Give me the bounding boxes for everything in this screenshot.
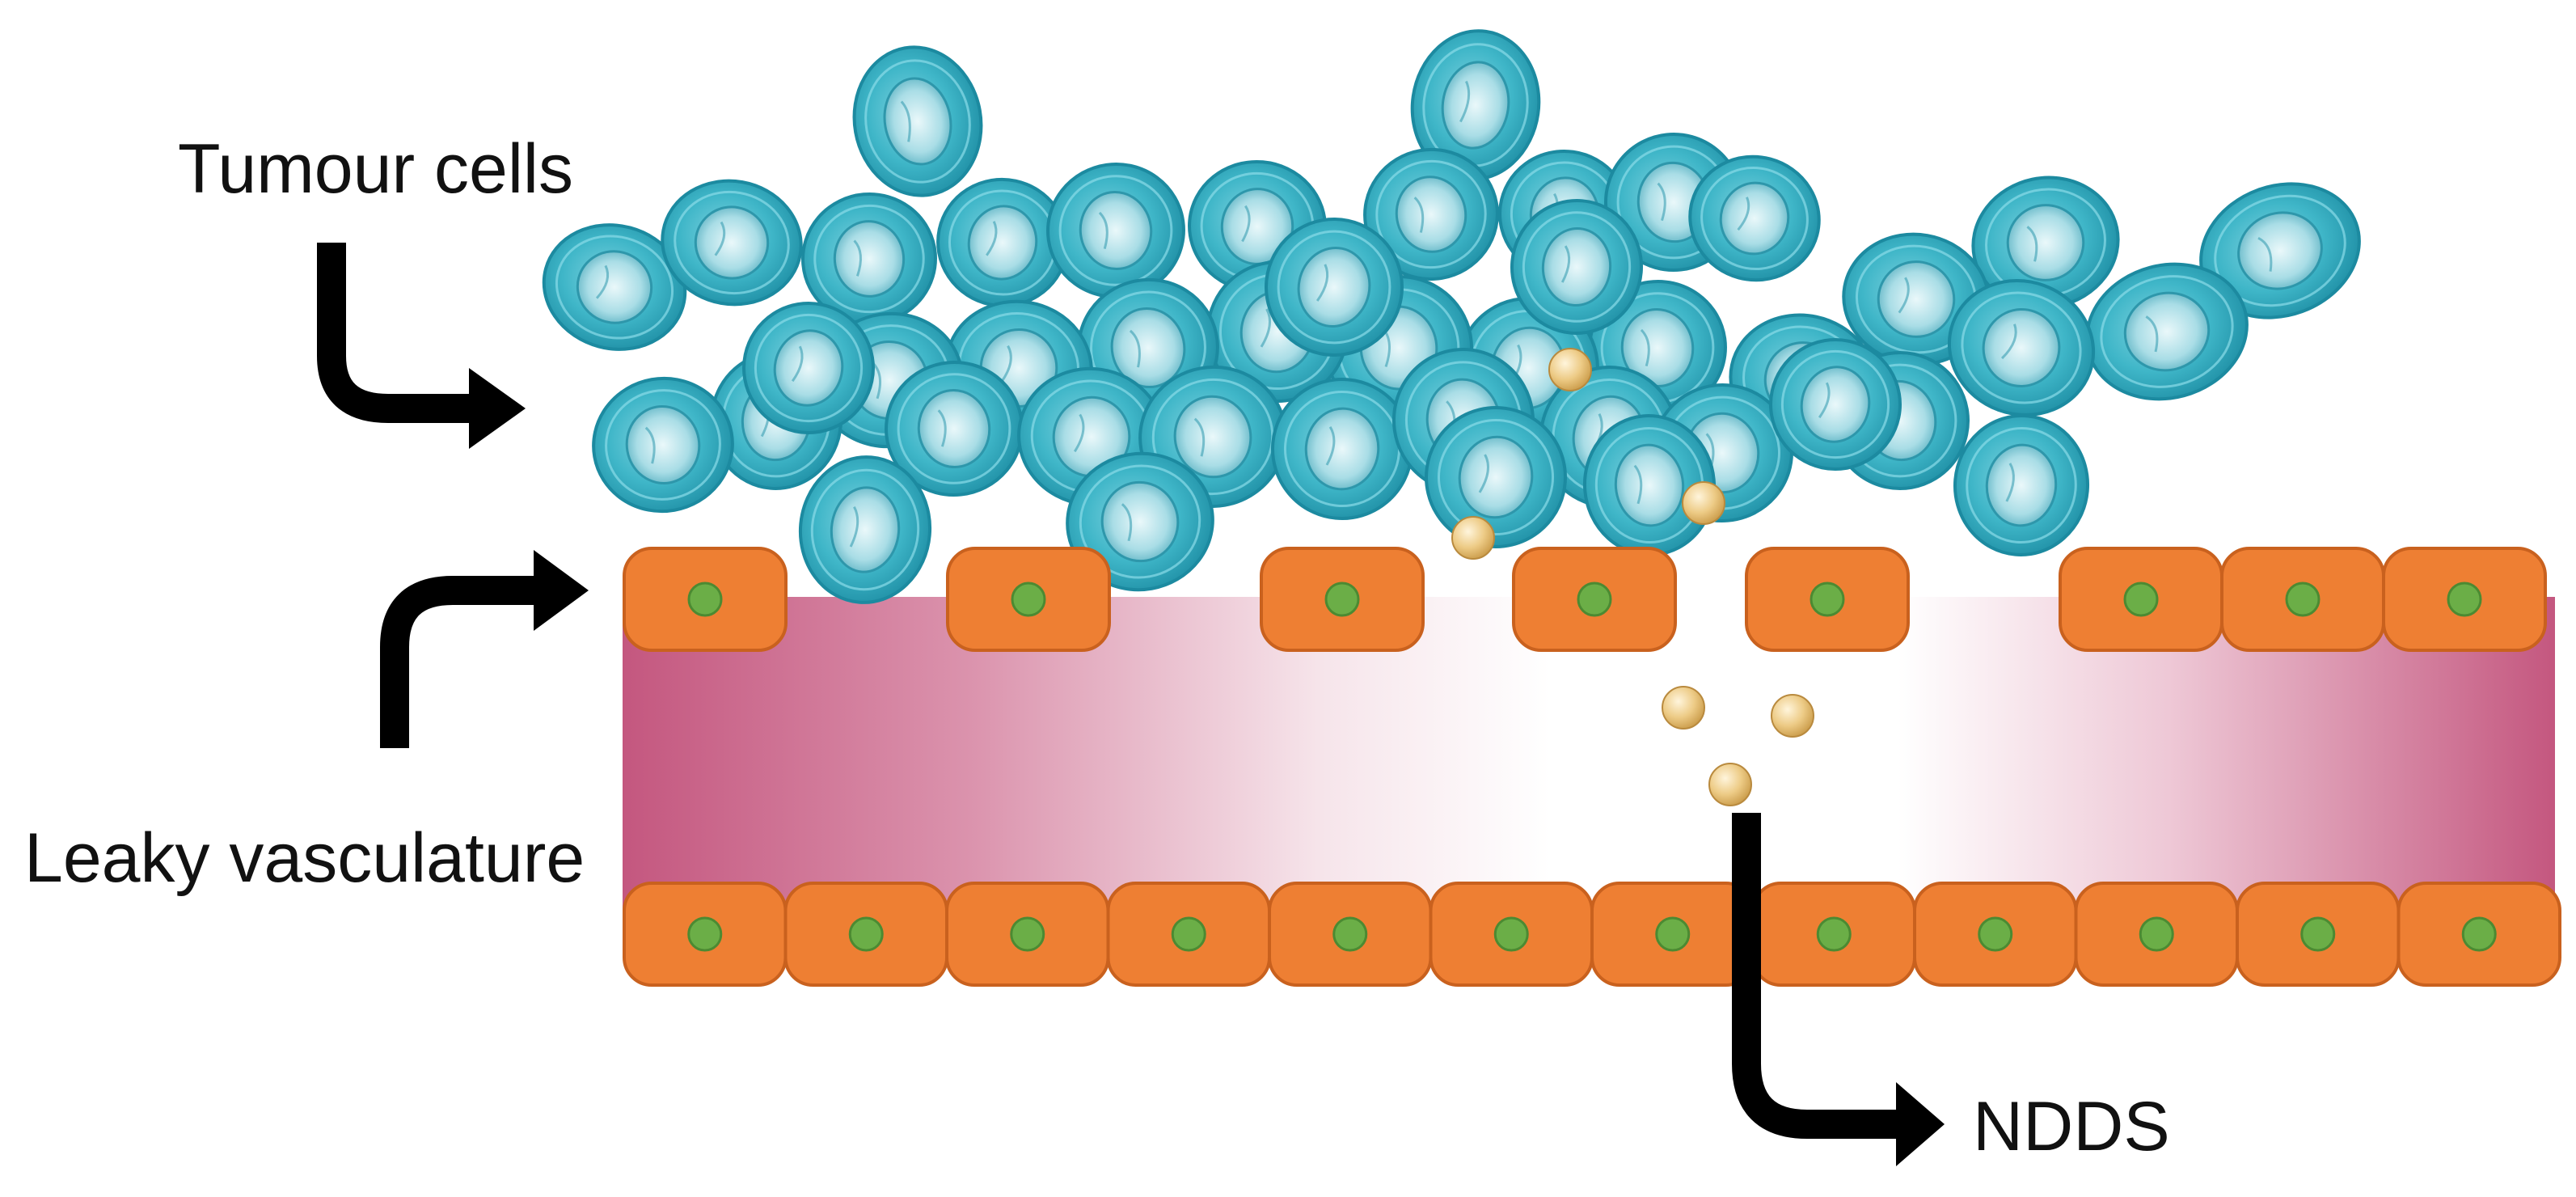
nanoparticle-group [1451,348,1814,806]
tumour-cell-icon [1265,218,1404,357]
endothelial-cell-icon [1512,547,1677,652]
nucleus-icon [1978,916,2013,952]
endothelial-cell-icon [946,547,1111,652]
ndds-label: NDDS [1973,1088,2170,1165]
tumour-cell-cluster [542,29,2361,604]
endothelial-cell-icon [783,882,948,987]
endothelial-cell-icon [1590,882,1755,987]
tumour-cell-icon [1425,406,1567,548]
tumour-cell-icon [1582,414,1717,556]
tumour-cell-icon [798,455,932,604]
tumour-cell-icon [1510,199,1644,335]
nucleus-icon [1655,916,1691,952]
tumour-cell-icon [1971,176,2120,310]
ndds-arrowhead-icon [1896,1082,1945,1166]
nucleus-icon [687,582,723,617]
nucleus-icon [848,916,884,952]
tumour-cell-icon [1046,162,1185,299]
tumour-cell-icon [1688,154,1821,282]
tumour-cell-icon [542,223,687,351]
tumour-cell-icon [852,45,983,197]
nucleus-icon [687,916,723,952]
nanoparticle-icon [1771,694,1814,738]
tumour-cell-icon [592,376,734,514]
ndds-arrow-icon [1732,813,1904,1139]
nucleus-icon [1324,582,1360,617]
tumour-cell-icon [936,177,1069,308]
nanoparticle-icon [1548,348,1592,391]
endothelial-cell-icon [1268,882,1433,987]
endothelial-cell-icon [2074,882,2239,987]
tumour-cell-icon [2085,262,2249,401]
nucleus-icon [2285,582,2321,617]
tumour-arrowhead-icon [469,368,526,449]
tumour-cells-label: Tumour cells [178,130,573,208]
nucleus-icon [1011,582,1046,617]
nucleus-icon [2123,582,2159,617]
nanoparticle-icon [1708,763,1752,806]
nucleus-icon [1810,582,1845,617]
endothelial-cell-icon [1751,882,1916,987]
tumour-arrow-icon [317,243,477,423]
endothelial-cell-icon [1260,547,1425,652]
vasculature-arrowhead-icon [534,550,589,631]
nucleus-icon [2300,916,2336,952]
tumour-cell-icon [1066,451,1214,592]
tumour-cell-icon [661,179,803,307]
nucleus-icon [2139,916,2174,952]
tumour-cell-icon [742,302,875,434]
nucleus-icon [1577,582,1612,617]
endothelial-cell-icon [2059,547,2223,652]
tumour-cell-icon [1363,147,1499,281]
endothelial-cell-icon [623,882,788,987]
nucleus-icon [1010,916,1045,952]
nucleus-icon [1493,916,1529,952]
endothelial-cell-icon [2397,882,2561,987]
endothelial-cell-icon [1745,547,1910,652]
tumour-cell-icon [1651,383,1793,523]
tumour-cell-icon [801,192,937,326]
endothelial-layer-top [623,547,2547,652]
endothelial-cell-icon [1913,882,2078,987]
endothelial-cell-icon [2382,547,2547,652]
nucleus-icon [1332,916,1368,952]
endothelial-cell-icon [1106,882,1271,987]
tumour-cell-icon [1271,378,1413,520]
endothelial-layer-bottom [623,882,2561,987]
endothelial-cell-icon [2236,882,2401,987]
nucleus-icon [2461,916,2497,952]
nucleus-icon [1816,916,1852,952]
endothelial-cell-icon [623,547,788,652]
leaky-vasculature-label: Leaky vasculature [24,819,585,897]
tumour-cell-icon [1947,279,2096,417]
endothelial-cell-icon [2220,547,2385,652]
tumour-cell-icon [1410,29,1541,181]
nucleus-icon [1171,916,1206,952]
nanoparticle-icon [1662,686,1705,730]
vasculature-arrow-icon [380,576,542,748]
endothelial-cell-icon [945,882,1110,987]
endothelial-cell-icon [1429,882,1594,987]
nucleus-icon [2447,582,2482,617]
nanoparticle-icon [1451,516,1495,560]
tumour-cell-icon [1769,338,1902,471]
tumour-cell-icon [1953,414,2090,556]
nanoparticle-icon [1682,481,1725,525]
